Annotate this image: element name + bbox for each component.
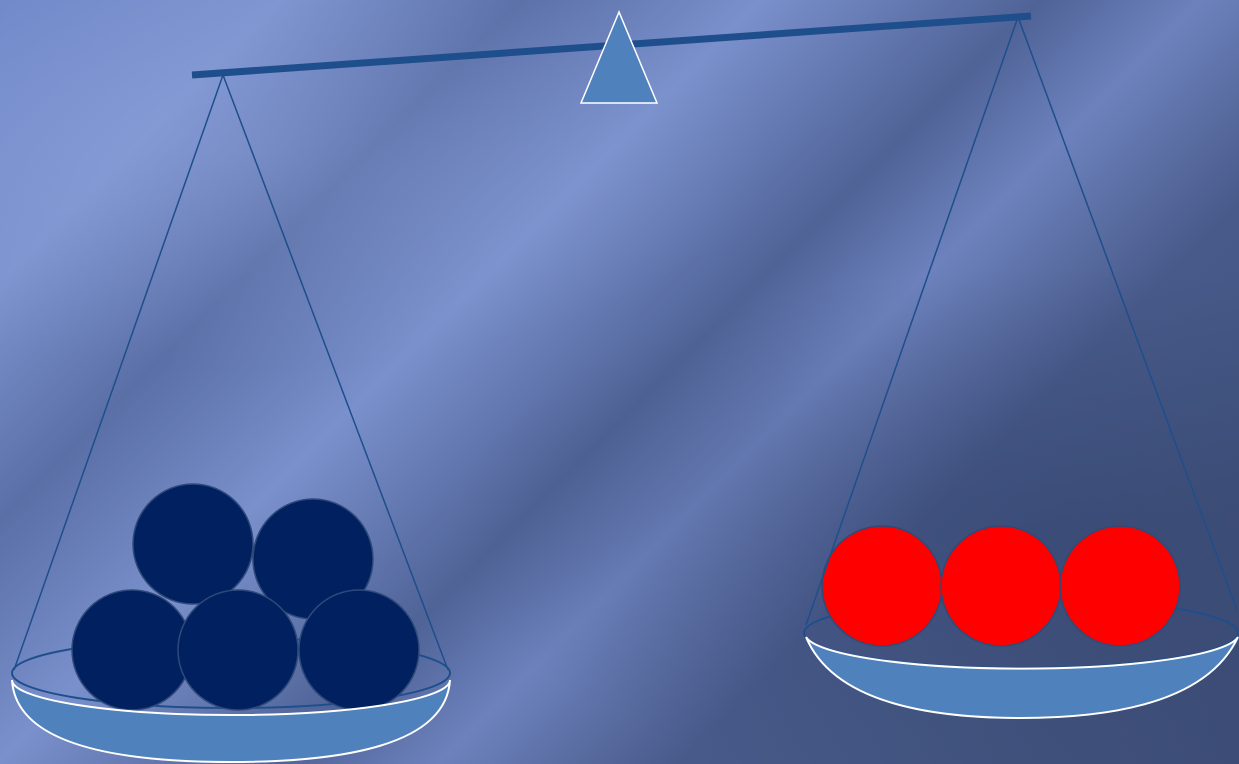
left-pan-bowl <box>11 679 451 764</box>
right-pan-bowl <box>805 636 1239 720</box>
left-ball <box>298 589 420 711</box>
right-ball <box>1059 525 1181 647</box>
fulcrum-triangle <box>579 10 659 104</box>
left-ball <box>132 483 254 605</box>
right-pan-strings <box>805 16 1238 626</box>
right-ball <box>821 525 943 647</box>
left-pan-balls <box>71 483 420 711</box>
right-pan-balls <box>821 525 1181 647</box>
right-ball <box>940 525 1062 647</box>
left-pan-strings <box>13 74 449 671</box>
left-ball <box>71 589 193 711</box>
left-ball <box>177 589 299 711</box>
